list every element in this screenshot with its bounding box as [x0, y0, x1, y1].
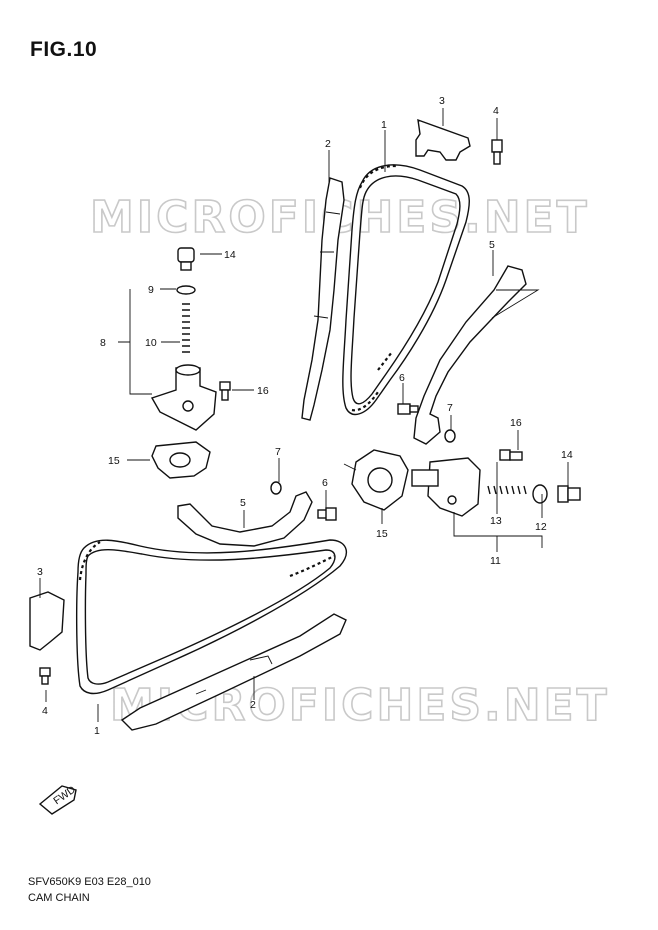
callout-14-right: 14 [561, 449, 573, 461]
chain-guide-upper[interactable] [301, 177, 345, 421]
callout-5-lower: 5 [240, 497, 246, 509]
callout-12: 12 [535, 521, 547, 533]
washer-12[interactable] [532, 484, 548, 504]
model-code: SFV650K9 E03 E28_010 [28, 876, 151, 888]
bolt-16-right[interactable] [499, 449, 523, 461]
tensioner-right[interactable] [411, 457, 481, 517]
tensioner-guide-upper[interactable] [413, 265, 527, 445]
callout-15-upper: 15 [108, 455, 120, 467]
tensioner-guide-lower[interactable] [177, 491, 313, 547]
cam-chain-upper[interactable] [342, 164, 470, 416]
callout-2-upper: 2 [325, 138, 331, 150]
callout-11: 11 [490, 555, 501, 567]
callout-10: 10 [145, 337, 157, 349]
bolt-6-lower[interactable] [317, 507, 337, 521]
guide-lower-ribs [195, 655, 273, 695]
callout-9: 9 [148, 284, 154, 296]
guide-bracket-lower[interactable] [29, 591, 65, 651]
callout-5-upper: 5 [489, 239, 495, 251]
fwd-arrow-icon: FWD [38, 783, 78, 815]
bolt-upper-4[interactable] [491, 139, 503, 165]
chain-links-upper [351, 164, 397, 412]
callout-13: 13 [490, 515, 502, 527]
bolt-4-lower[interactable] [39, 667, 51, 685]
spring-13[interactable] [487, 485, 527, 495]
cam-chain-lower-inner [84, 549, 336, 685]
callout-7-lower: 7 [275, 446, 281, 458]
cam-chain-lower[interactable] [76, 539, 348, 695]
callout-7-upper: 7 [447, 402, 453, 414]
cam-chain-upper-inner [350, 175, 461, 405]
washer-7-upper[interactable] [444, 429, 456, 443]
callout-8: 8 [100, 337, 106, 349]
figure-caption: CAM CHAIN [28, 892, 90, 904]
callout-3-upper: 3 [439, 95, 445, 107]
callout-2-lower: 2 [250, 699, 256, 711]
callout-3-lower: 3 [37, 566, 43, 578]
figure-title: FIG.10 [30, 38, 98, 61]
callout-1-lower: 1 [94, 725, 100, 737]
callout-16-upper: 16 [257, 385, 269, 397]
callout-4-upper: 4 [493, 105, 499, 117]
bolt-16-upper[interactable] [219, 381, 231, 401]
guide-upper-ribs [313, 211, 341, 319]
callout-1-upper: 1 [381, 119, 387, 131]
callout-15-right: 15 [376, 528, 388, 540]
leader-lines [39, 108, 569, 722]
gasket-upper-hole [169, 452, 191, 468]
callout-16-right: 16 [510, 417, 522, 429]
guide-upper-shading [491, 289, 540, 319]
tensioner-upper[interactable] [150, 247, 217, 431]
chain-guide-lower[interactable] [120, 613, 347, 731]
callout-14-upper: 14 [224, 249, 236, 261]
bolt-6-upper[interactable] [397, 403, 419, 415]
washer-7-lower[interactable] [270, 481, 282, 495]
callout-6-lower: 6 [322, 477, 328, 489]
chain-links-lower [78, 541, 335, 581]
gasket-right-hole [367, 467, 393, 493]
bolt-14-right[interactable] [557, 485, 581, 503]
guide-bracket-upper[interactable] [415, 118, 471, 161]
callout-4-lower: 4 [42, 705, 48, 717]
callout-6-upper: 6 [399, 372, 405, 384]
